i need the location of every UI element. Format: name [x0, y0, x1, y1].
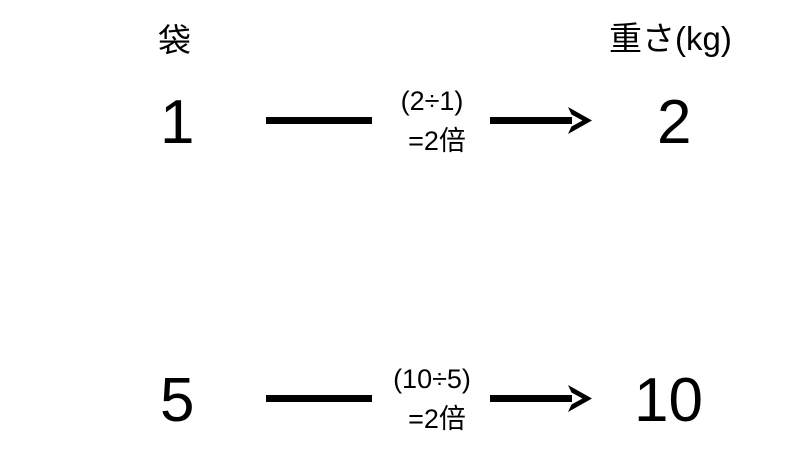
column-header-bags: 袋: [158, 22, 191, 59]
relation-arrow: [266, 107, 596, 134]
relation-arrow: [266, 385, 596, 412]
ratio-result-label: =2倍: [408, 126, 466, 156]
row-left-value: 5: [160, 366, 195, 435]
row-right-value: 2: [657, 88, 692, 157]
arrow-line-right-segment: [490, 117, 572, 124]
arrow-line-left-segment: [266, 117, 372, 124]
ratio-expression-label: (10÷5): [393, 364, 471, 394]
ratio-result-label: =2倍: [408, 404, 466, 434]
row-right-value: 10: [634, 366, 703, 435]
arrow-line-left-segment: [266, 395, 372, 402]
arrow-line-right-segment: [490, 395, 572, 402]
row-left-value: 1: [160, 88, 195, 157]
right-arrow-icon: [562, 103, 598, 139]
ratio-expression-label: (2÷1): [400, 86, 464, 116]
column-header-weight: 重さ(kg): [609, 20, 732, 57]
right-arrow-icon: [562, 381, 598, 417]
